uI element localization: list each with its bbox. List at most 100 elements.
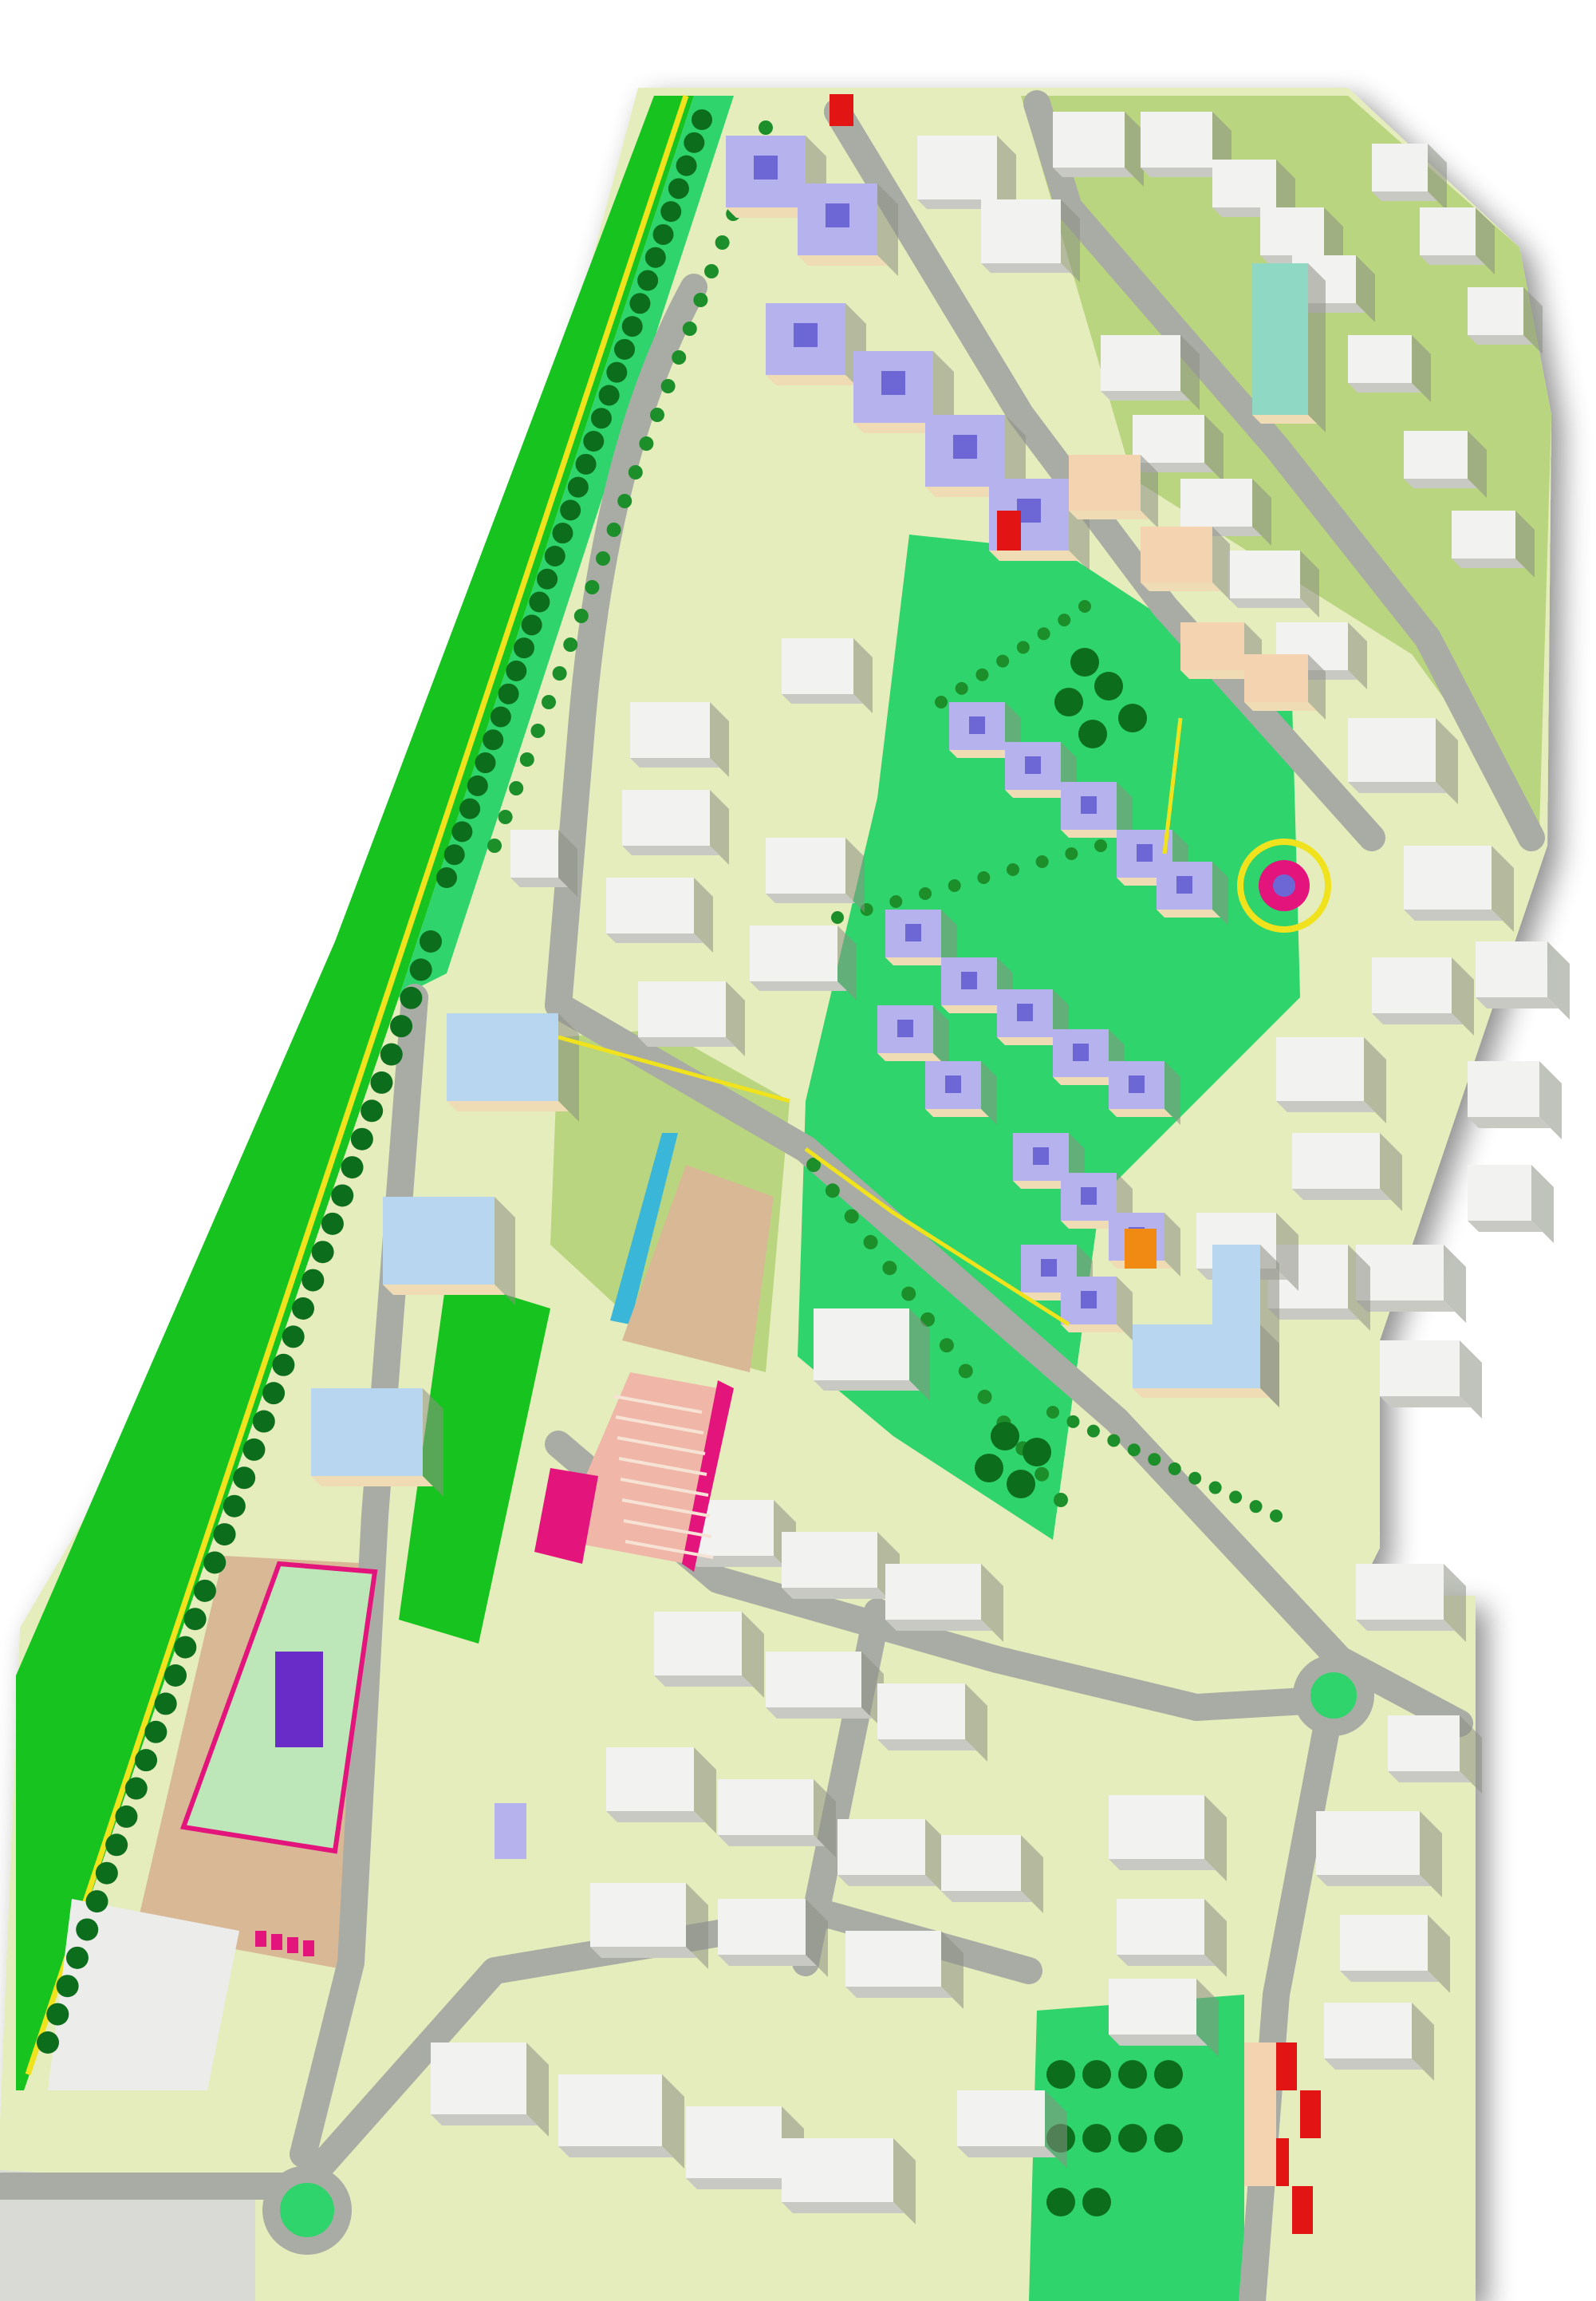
residential-block-wall	[718, 1835, 825, 1846]
residential-block	[957, 2090, 1067, 2169]
residential-block	[1404, 431, 1487, 498]
lavender-slab-wall	[726, 207, 816, 218]
residential-block-roof	[837, 1819, 925, 1875]
tree	[1058, 614, 1071, 627]
residential-block	[1141, 112, 1231, 187]
tree	[409, 958, 432, 981]
roundabout-west	[262, 2165, 352, 2255]
tree	[537, 568, 558, 590]
residential-block-wall	[1372, 1013, 1463, 1024]
residential-block-wall	[686, 2178, 793, 2189]
roof-unit	[1129, 1076, 1145, 1093]
tree	[759, 120, 773, 135]
residential-block-wall	[1452, 558, 1525, 568]
tree-cluster	[1023, 1438, 1051, 1466]
residential-block-wall	[1388, 1771, 1471, 1782]
roof-unit	[1025, 756, 1041, 774]
residential-block-shadow	[1348, 1245, 1370, 1331]
roof-unit	[754, 156, 778, 180]
lavender-slab-shadow	[877, 184, 898, 276]
residential-block	[1348, 335, 1431, 402]
tree	[1046, 1406, 1059, 1419]
tree	[490, 706, 511, 728]
residential-block-roof	[766, 838, 845, 894]
residential-block-shadow	[742, 1612, 764, 1698]
tree	[1127, 1443, 1141, 1457]
residential-block-shadow	[1204, 1795, 1227, 1881]
residential-block	[782, 1532, 900, 1610]
residential-block-wall	[1109, 1859, 1216, 1870]
campus-court	[275, 1652, 323, 1747]
tree	[65, 1946, 89, 1969]
residential-block-wall	[622, 846, 719, 855]
residential-block-wall	[766, 1707, 873, 1719]
residential-block-roof	[1141, 112, 1212, 168]
park-tower-wall	[1061, 1324, 1125, 1332]
residential-block-roof	[622, 790, 710, 846]
residential-block-wall	[981, 263, 1070, 273]
peach-house-wall	[1141, 582, 1221, 591]
residential-block-shadow	[965, 1683, 987, 1762]
park-tower-shadow	[933, 1005, 949, 1069]
residential-block-roof	[1053, 112, 1125, 168]
residential-block-roof	[1356, 1245, 1444, 1300]
peach-house-roof	[1141, 527, 1212, 582]
park-tree	[1154, 2124, 1183, 2153]
peach-house-roof	[1180, 622, 1244, 670]
park-tower-shadow	[1164, 1061, 1180, 1125]
residential-block	[1053, 112, 1144, 187]
residential-block-wall	[590, 1947, 697, 1958]
peach-house	[1244, 654, 1326, 720]
residential-block-wall	[845, 1987, 952, 1998]
residential-block	[750, 926, 857, 1001]
residential-block-wall	[1380, 1396, 1471, 1407]
tree	[806, 1158, 821, 1172]
roof-unit	[826, 203, 849, 227]
park-tower-wall	[949, 750, 1013, 758]
residential-block-roof	[1420, 207, 1476, 255]
teal-building-roof	[1252, 263, 1308, 415]
residential-block-wall	[1468, 335, 1533, 345]
tree	[506, 660, 527, 681]
tree	[560, 499, 581, 521]
tree	[629, 293, 651, 314]
residential-block-roof	[630, 702, 710, 758]
residential-block-roof	[782, 1532, 877, 1588]
pool	[610, 1133, 678, 1324]
peach-shop-row	[1244, 2042, 1276, 2186]
residential-block	[1109, 1979, 1219, 2057]
tree	[1065, 847, 1078, 860]
residential-block-wall	[957, 2146, 1056, 2157]
terrace-block-wall	[383, 1285, 505, 1295]
residential-block-shadow	[710, 702, 729, 777]
residential-block-shadow	[1196, 1979, 1219, 2057]
tree	[975, 668, 989, 681]
residential-block-shadow	[686, 1883, 708, 1969]
residential-block-shadow	[1436, 718, 1458, 804]
residential-block	[1348, 718, 1458, 804]
tree	[56, 1975, 79, 1998]
lavender-slab-wall	[798, 255, 888, 266]
residential-block-shadow	[558, 830, 577, 897]
park-edge-line	[1162, 717, 1183, 854]
residential-block-wall	[510, 878, 568, 887]
tree	[628, 465, 643, 480]
residential-block-wall	[1404, 910, 1503, 921]
residential-block	[1452, 511, 1535, 578]
residential-block-wall	[638, 1037, 735, 1047]
residential-block-shadow	[1428, 144, 1447, 211]
tree	[105, 1833, 128, 1857]
roundabout-east	[1293, 1655, 1374, 1736]
road-central-ew	[545, 992, 1473, 1737]
tree-cluster	[1094, 672, 1123, 701]
tree	[919, 887, 932, 900]
residential-block-roof	[1324, 2003, 1412, 2058]
residential-block-roof	[1348, 335, 1412, 383]
roof-unit	[1033, 1147, 1049, 1165]
residential-block	[845, 1931, 964, 2009]
residential-block-roof	[957, 2090, 1045, 2146]
tree	[282, 1325, 305, 1348]
tree	[242, 1438, 266, 1461]
residential-block-roof	[1468, 287, 1523, 335]
residential-block-wall	[1420, 255, 1485, 265]
